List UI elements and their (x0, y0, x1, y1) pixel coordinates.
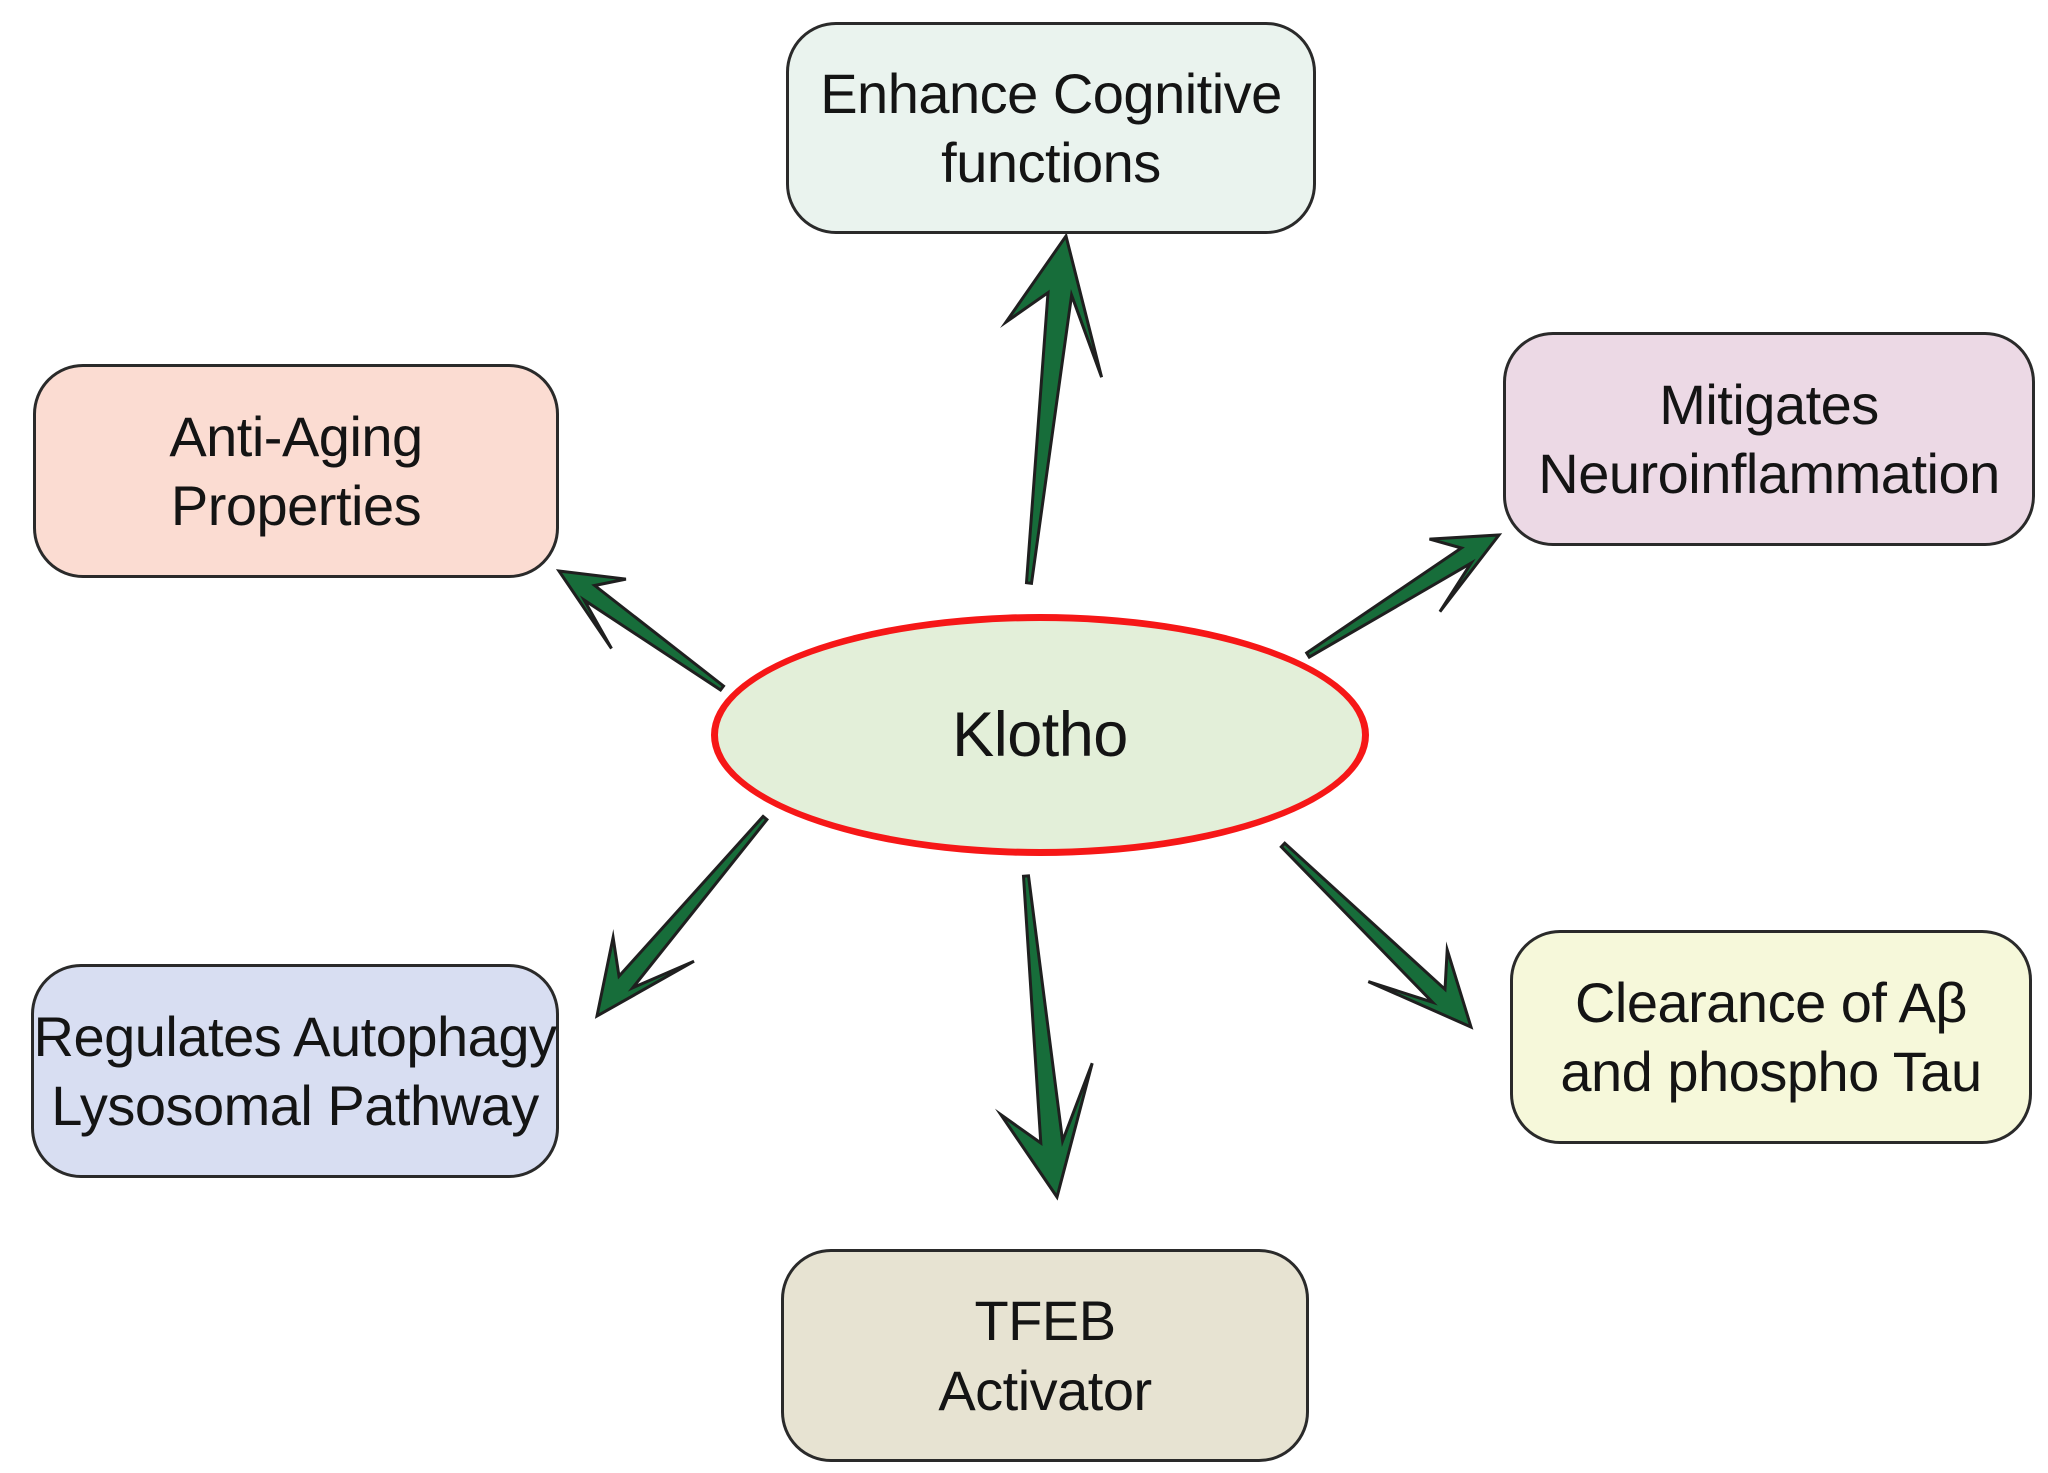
node-label-line: Regulates Autophagy (33, 1004, 557, 1068)
node-label-line: Anti-Aging (169, 404, 423, 468)
arrow-klotho-to-mitigates-neuroinflammation (1304, 533, 1503, 660)
node-regulates-autophagy-lysosomal-pathway: Regulates Autophagy Lysosomal Pathway (31, 964, 559, 1178)
arrow-klotho-to-regulates-autophagy-lysosomal-pathway (594, 814, 769, 1019)
node-label-line: Neuroinflammation (1538, 442, 2000, 505)
node-anti-aging-properties: Anti-Aging Properties (33, 364, 559, 578)
arrow-klotho-to-anti-aging-properties (555, 569, 726, 693)
node-tfeb-activator: TFEB Activator (781, 1249, 1309, 1462)
node-mitigates-neuroinflammation: Mitigates Neuroinflammation (1503, 332, 2035, 546)
node-clearance-abeta-phospho-tau: Clearance of Aβ and phospho Tau (1510, 930, 2032, 1144)
node-label-line: Activator (938, 1358, 1152, 1422)
node-enhance-cognitive-functions: Enhance Cognitive functions (786, 22, 1316, 234)
node-label-line: Properties (170, 474, 422, 537)
node-label-line: Clearance of Aβ (1574, 970, 1968, 1034)
node-label-line: TFEB (974, 1289, 1116, 1353)
node-label-line: and phospho Tau (1560, 1040, 1982, 1103)
node-label-line: functions (941, 131, 1161, 194)
arrow-klotho-to-tfeb-activator (994, 874, 1094, 1201)
arrow-klotho-to-enhance-cognitive-functions (1000, 232, 1104, 585)
center-node-label: Klotho (952, 700, 1128, 770)
arrow-klotho-to-clearance-abeta-phospho-tau (1279, 841, 1474, 1030)
node-klotho-center-ellipse: Klotho (711, 614, 1369, 856)
node-label-line: Mitigates (1659, 372, 1879, 436)
node-label-line: Lysosomal Pathway (51, 1074, 539, 1137)
node-label-line: Enhance Cognitive (820, 61, 1282, 125)
